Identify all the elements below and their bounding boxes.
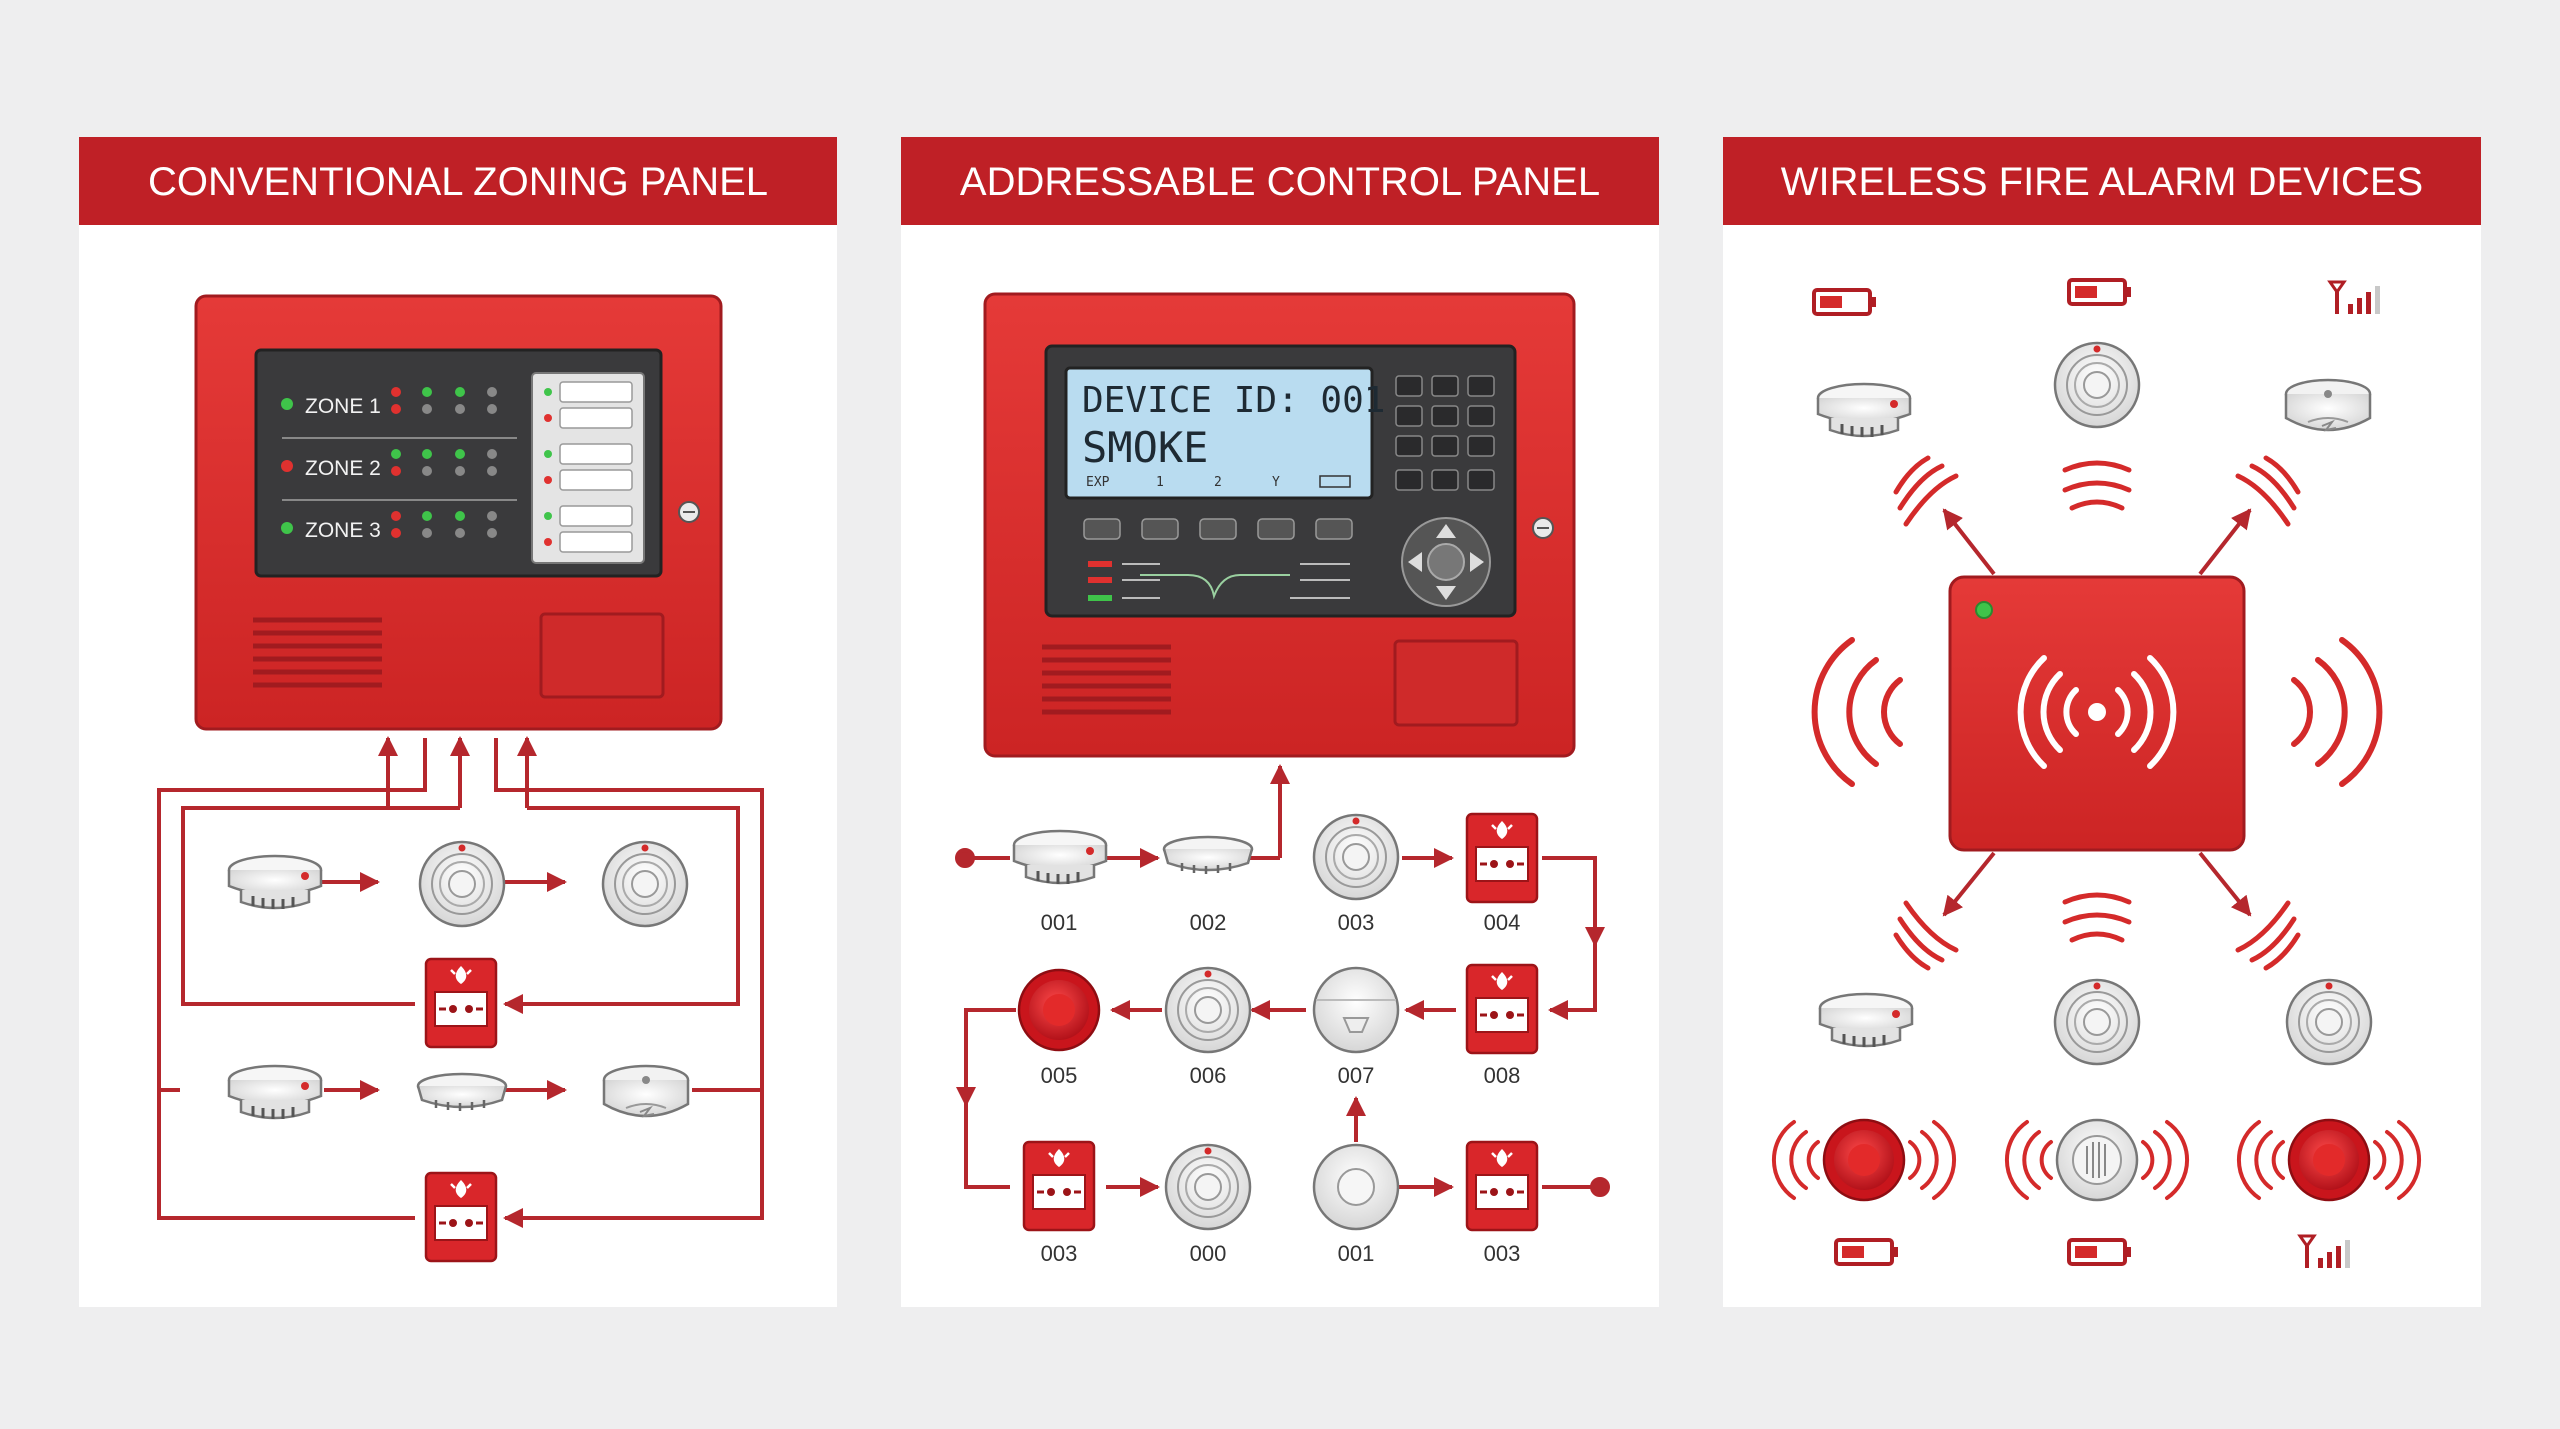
device-address: 003: [1338, 910, 1375, 935]
smoke-detector-icon: [1164, 1143, 1252, 1231]
lcd-line-1: DEVICE ID: 001: [1082, 380, 1385, 421]
wireless-waves-icon: [2017, 655, 2177, 769]
zone-row: ZONE 2: [281, 449, 497, 480]
panel-title: CONVENTIONAL ZONING PANEL: [148, 160, 768, 204]
smoke-detector-icon: [1312, 1143, 1400, 1231]
status-leds: [1088, 561, 1350, 601]
manual-call-point-icon: [1465, 963, 1539, 1055]
indicator-window: [539, 612, 665, 699]
lcd-status: EXP: [1086, 475, 1110, 490]
smoke-detector-icon: [2053, 341, 2141, 429]
device-address: 008: [1484, 1063, 1521, 1088]
panel-title: ADDRESSABLE CONTROL PANEL: [960, 160, 1600, 204]
lcd-status: 1: [1156, 475, 1164, 490]
manual-call-point-icon: [1022, 1140, 1096, 1232]
device-address: 003: [1484, 1241, 1521, 1266]
panel-wireless: WIRELESS FIRE ALARM DEVICES: [1723, 137, 2481, 1307]
device-address: 005: [1041, 1063, 1078, 1088]
device-address: 000: [1190, 1241, 1227, 1266]
heat-detector-icon: [602, 1064, 690, 1118]
device-address: 004: [1484, 910, 1521, 935]
addressable-control-unit: DEVICE ID: 001 SMOKE EXP 1 2 Y: [983, 292, 1576, 758]
device-address: 003: [1041, 1241, 1078, 1266]
smoke-detector-icon: [1164, 966, 1252, 1054]
zone-row: ZONE 3: [281, 511, 497, 542]
smoke-detector-icon: [227, 1064, 323, 1121]
device-address: 007: [1338, 1063, 1375, 1088]
sounder-beacon-icon: [2287, 1118, 2371, 1202]
heat-detector-icon: [2284, 378, 2372, 432]
panel-addressable: ADDRESSABLE CONTROL PANEL DEVICE ID: 001…: [901, 137, 1659, 1307]
lcd-display: [1064, 366, 1374, 500]
navigation-pad[interactable]: [1401, 517, 1491, 607]
panel-title: WIRELESS FIRE ALARM DEVICES: [1781, 160, 2423, 204]
smoke-detector-icon: [1012, 829, 1108, 886]
conventional-control-unit: ZONE 1 ZONE 2 ZONE 3: [194, 294, 723, 731]
smoke-detector-icon: [2285, 978, 2373, 1066]
panel-header: [1723, 137, 2481, 225]
smoke-detector-icon: [1312, 813, 1400, 901]
keypad[interactable]: [1395, 375, 1495, 491]
wireless-waves-icon: [1893, 455, 2301, 971]
lcd-status: Y: [1272, 475, 1280, 490]
zone-label: ZONE 3: [305, 519, 381, 542]
battery-icon: [1319, 475, 1351, 488]
device-address: 001: [1041, 910, 1078, 935]
indicator-window: [1393, 639, 1519, 727]
panel-header: [901, 137, 1659, 225]
wireless-waves-icon: [1811, 637, 2383, 787]
zone-wiring: [157, 736, 764, 1228]
smoke-detector-icon: [1818, 992, 1914, 1049]
panel-conventional: CONVENTIONAL ZONING PANEL ZONE 1 ZONE 2: [79, 137, 837, 1307]
wireless-waves-icon: [1771, 1120, 2422, 1200]
manual-call-point-icon: [1465, 812, 1539, 904]
device-address: 002: [1190, 910, 1227, 935]
loop-wiring: [955, 764, 1610, 1197]
smoke-detector-icon: [227, 854, 323, 911]
function-keys[interactable]: [1083, 518, 1353, 540]
sounder-beacon-icon: [1822, 1118, 1906, 1202]
smoke-detector-icon: [1816, 382, 1912, 439]
speaker-grille: [253, 617, 382, 688]
smoke-detector-icon: [418, 840, 506, 928]
smoke-detector-icon: [2053, 978, 2141, 1066]
device-address: 001: [1338, 1241, 1375, 1266]
manual-call-point-icon: [424, 957, 498, 1049]
wireless-hub: [1948, 575, 2246, 852]
sounder-icon: [2055, 1118, 2139, 1202]
zone-row: ZONE 1: [281, 387, 497, 418]
lcd-status: 2: [1214, 475, 1222, 490]
heat-detector-icon: [1312, 966, 1400, 1054]
panel-header: [79, 137, 837, 225]
device-address: 006: [1190, 1063, 1227, 1088]
manual-call-point-icon: [424, 1171, 498, 1263]
speaker-grille: [1042, 644, 1171, 715]
zone-label: ZONE 2: [305, 457, 381, 480]
smoke-detector-icon: [601, 840, 689, 928]
manual-call-point-icon: [1465, 1140, 1539, 1232]
signal-arrows: [1942, 508, 2252, 917]
lcd-line-2: SMOKE: [1082, 423, 1208, 472]
zone-label: ZONE 1: [305, 395, 381, 418]
status-led: [1975, 601, 1993, 619]
sounder-beacon-icon: [1017, 968, 1101, 1052]
